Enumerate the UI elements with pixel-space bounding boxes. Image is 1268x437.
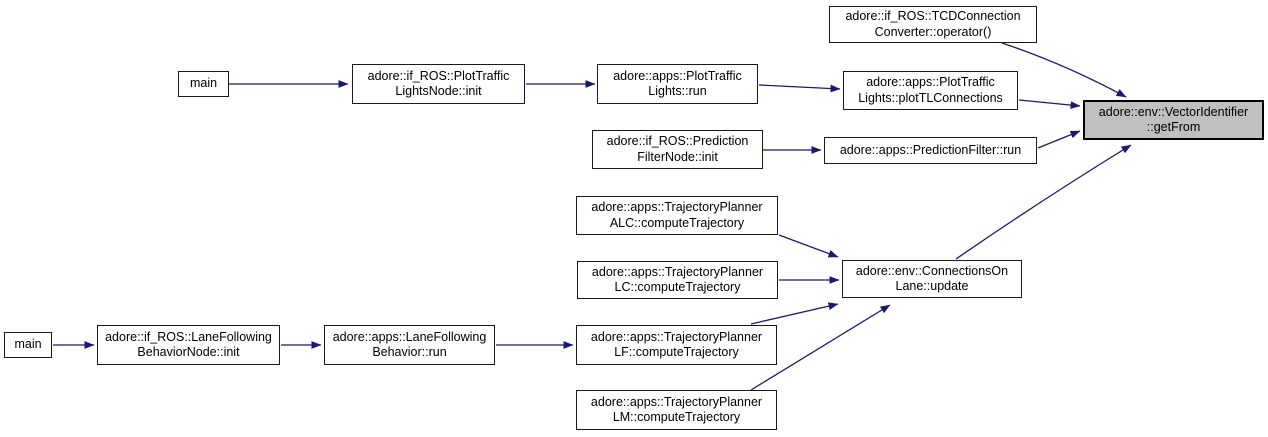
edge-connections-on-lane-update-to-vector-identifier-get-from: [955, 144, 1132, 260]
edge-plot-traffic-lights-run-to-plot-tl-connections: [758, 84, 841, 93]
node-trajectory-planner-lc-compute-trajectory[interactable]: adore::apps::TrajectoryPlanner LC::compu…: [577, 261, 778, 299]
node-vector-identifier-get-from[interactable]: adore::env::VectorIdentifier ::getFrom: [1083, 100, 1264, 140]
node-prediction-filter-node-init[interactable]: adore::if_ROS::Prediction FilterNode::in…: [592, 130, 763, 169]
edge-trajectory-planner-alc-to-connections-on-lane-update: [778, 234, 839, 258]
edge-tcd-connection-converter-operator-to-vector-identifier-get-from: [1001, 42, 1127, 98]
node-tcd-connection-converter-operator[interactable]: adore::if_ROS::TCDConnection Converter::…: [829, 6, 1037, 43]
node-plot-tl-connections[interactable]: adore::apps::PlotTraffic Lights::plotTLC…: [843, 71, 1018, 110]
node-trajectory-planner-alc-compute-trajectory[interactable]: adore::apps::TrajectoryPlanner ALC::comp…: [576, 196, 778, 235]
edge-trajectory-planner-lf-to-connections-on-lane-update: [750, 302, 839, 325]
node-main-top[interactable]: main: [178, 71, 229, 97]
node-trajectory-planner-lf-compute-trajectory[interactable]: adore::apps::TrajectoryPlanner LF::compu…: [576, 325, 777, 365]
node-prediction-filter-run[interactable]: adore::apps::PredictionFilter::run: [824, 137, 1037, 164]
edge-plot-tl-connections-to-vector-identifier-get-from: [1018, 99, 1081, 109]
node-connections-on-lane-update[interactable]: adore::env::ConnectionsOn Lane::update: [842, 260, 1022, 298]
node-plot-traffic-lights-run[interactable]: adore::apps::PlotTraffic Lights::run: [597, 64, 758, 104]
node-lane-following-behavior-run[interactable]: adore::apps::LaneFollowing Behavior::run: [324, 325, 495, 365]
node-main-bottom[interactable]: main: [4, 332, 52, 358]
node-lane-following-behavior-node-init[interactable]: adore::if_ROS::LaneFollowing BehaviorNod…: [97, 325, 280, 365]
edge-trajectory-planner-lm-to-connections-on-lane-update: [750, 304, 891, 391]
edge-prediction-filter-run-to-vector-identifier-get-from: [1037, 130, 1081, 149]
node-trajectory-planner-lm-compute-trajectory[interactable]: adore::apps::TrajectoryPlanner LM::compu…: [576, 390, 777, 430]
node-plot-traffic-lights-node-init[interactable]: adore::if_ROS::PlotTraffic LightsNode::i…: [352, 64, 525, 104]
